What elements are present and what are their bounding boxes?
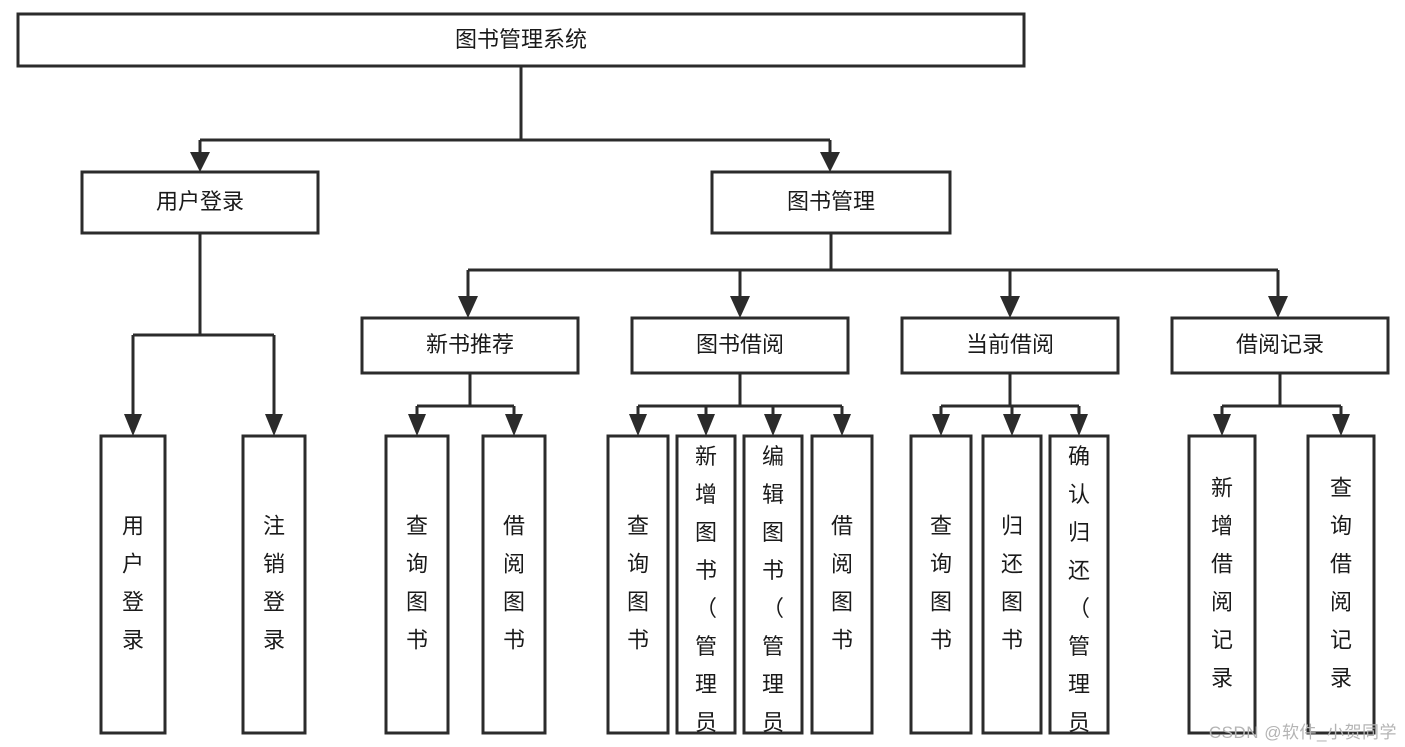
arrow-to-leaf-return-book	[1003, 414, 1021, 436]
node-leaf-add-record[interactable]: 新增借阅记录	[1187, 434, 1257, 735]
node-leaf-user-login-label: 用户登录	[122, 514, 144, 653]
connector-newbookrec-bus	[415, 373, 516, 422]
arrow-to-book-manage	[820, 152, 840, 172]
node-leaf-return-book[interactable]: 归还图书	[981, 434, 1043, 735]
node-leaf-query-record-label: 查询借阅记录	[1330, 476, 1352, 691]
arrow-to-leaf-query-book-3	[932, 414, 950, 436]
arrow-to-leaf-logout	[265, 414, 283, 436]
node-current-borrow-label: 当前借阅	[966, 332, 1054, 357]
node-leaf-query-book-2-label: 查询图书	[627, 514, 649, 653]
arrow-to-borrow-record	[1268, 296, 1288, 318]
node-leaf-add-record-label: 新增借阅记录	[1211, 476, 1233, 691]
arrow-to-leaf-user-login	[124, 414, 142, 436]
node-book-manage[interactable]: 图书管理	[710, 170, 952, 235]
node-leaf-add-book-box	[675, 434, 737, 735]
node-new-book-rec-label: 新书推荐	[426, 332, 514, 357]
node-borrow-record-box	[1170, 316, 1390, 375]
arrow-to-leaf-query-record	[1332, 414, 1350, 436]
node-leaf-borrow-book-2-label: 借阅图书	[831, 514, 853, 653]
node-root-box	[16, 12, 1026, 68]
node-leaf-query-book-1-label: 查询图书	[406, 514, 428, 653]
node-book-manage-label: 图书管理	[787, 189, 875, 214]
node-leaf-query-book-2[interactable]: 查询图书	[606, 434, 670, 735]
node-leaf-query-book-2-box	[606, 434, 670, 735]
node-leaf-return-book-label: 归还图书	[1001, 514, 1023, 653]
arrow-to-leaf-add-record	[1213, 414, 1231, 436]
node-leaf-query-record-box	[1306, 434, 1376, 735]
node-leaf-logout-box	[241, 434, 307, 735]
arrow-to-user-login	[190, 152, 210, 172]
node-leaf-logout-label: 注销登录	[263, 514, 285, 653]
node-leaf-borrow-book-1[interactable]: 借阅图书	[481, 434, 547, 735]
node-leaf-edit-book-label: 编辑图书（管理员）	[762, 444, 784, 747]
connector-root-bus	[198, 66, 832, 158]
connector-bookborrow-bus	[636, 373, 844, 422]
leaf-nodes-layer: 用户登录 注销登录 查询图书 借阅图书 查询图书 新增图书（管理员）	[99, 434, 1376, 747]
arrow-to-current-borrow	[1000, 296, 1020, 318]
arrow-to-leaf-query-book-2	[629, 414, 647, 436]
connector-layer	[131, 66, 1343, 422]
node-leaf-query-book-1-box	[384, 434, 450, 735]
connector-userlogin-bus	[131, 233, 276, 422]
node-leaf-user-login[interactable]: 用户登录	[99, 434, 167, 735]
node-borrow-record[interactable]: 借阅记录	[1170, 316, 1390, 375]
arrow-to-leaf-confirm-return	[1070, 414, 1088, 436]
node-root-label: 图书管理系统	[455, 27, 587, 52]
node-book-borrow-label: 图书借阅	[696, 332, 784, 357]
node-leaf-edit-book-box	[742, 434, 804, 735]
node-leaf-borrow-book-2[interactable]: 借阅图书	[810, 434, 874, 735]
node-new-book-rec-box	[360, 316, 580, 375]
node-leaf-confirm-return-box	[1048, 434, 1110, 735]
arrow-to-book-borrow	[730, 296, 750, 318]
connector-borrowrecord-bus	[1220, 373, 1343, 422]
node-user-login-box	[80, 170, 320, 235]
node-user-login[interactable]: 用户登录	[80, 170, 320, 235]
csdn-watermark: CSDN @软件_小贺同学	[1208, 723, 1397, 742]
node-leaf-confirm-return-label: 确认归还（管理员）	[1068, 444, 1090, 747]
arrow-to-leaf-borrow-book-1	[505, 414, 523, 436]
node-book-borrow-box	[630, 316, 850, 375]
node-leaf-user-login-box	[99, 434, 167, 735]
arrowhead-layer	[124, 152, 1350, 436]
node-leaf-query-book-3[interactable]: 查询图书	[909, 434, 973, 735]
node-leaf-return-book-box	[981, 434, 1043, 735]
arrow-to-leaf-edit-book	[764, 414, 782, 436]
node-user-login-label: 用户登录	[156, 189, 244, 214]
node-book-manage-box	[710, 170, 952, 235]
node-current-borrow[interactable]: 当前借阅	[900, 316, 1120, 375]
node-borrow-record-label: 借阅记录	[1236, 332, 1324, 357]
node-leaf-confirm-return[interactable]: 确认归还（管理员）	[1048, 434, 1110, 747]
node-leaf-query-book-3-label: 查询图书	[930, 514, 952, 653]
arrow-to-leaf-add-book	[697, 414, 715, 436]
node-leaf-logout[interactable]: 注销登录	[241, 434, 307, 735]
node-root[interactable]: 图书管理系统	[16, 12, 1026, 68]
node-new-book-rec[interactable]: 新书推荐	[360, 316, 580, 375]
node-leaf-add-book[interactable]: 新增图书（管理员）	[675, 434, 737, 747]
arrow-to-leaf-borrow-book-2	[833, 414, 851, 436]
node-leaf-borrow-book-2-box	[810, 434, 874, 735]
node-leaf-query-book-3-box	[909, 434, 973, 735]
node-book-borrow[interactable]: 图书借阅	[630, 316, 850, 375]
node-leaf-add-record-box	[1187, 434, 1257, 735]
node-leaf-query-record[interactable]: 查询借阅记录	[1306, 434, 1376, 735]
node-leaf-borrow-book-1-box	[481, 434, 547, 735]
connector-bookmanage-bus	[466, 233, 1280, 304]
node-leaf-borrow-book-1-label: 借阅图书	[503, 514, 525, 653]
node-leaf-add-book-label: 新增图书（管理员）	[695, 444, 717, 747]
arrow-to-leaf-query-book-1	[408, 414, 426, 436]
node-leaf-edit-book[interactable]: 编辑图书（管理员）	[742, 434, 804, 747]
node-current-borrow-box	[900, 316, 1120, 375]
node-leaf-query-book-1[interactable]: 查询图书	[384, 434, 450, 735]
arrow-to-new-book-rec	[458, 296, 478, 318]
